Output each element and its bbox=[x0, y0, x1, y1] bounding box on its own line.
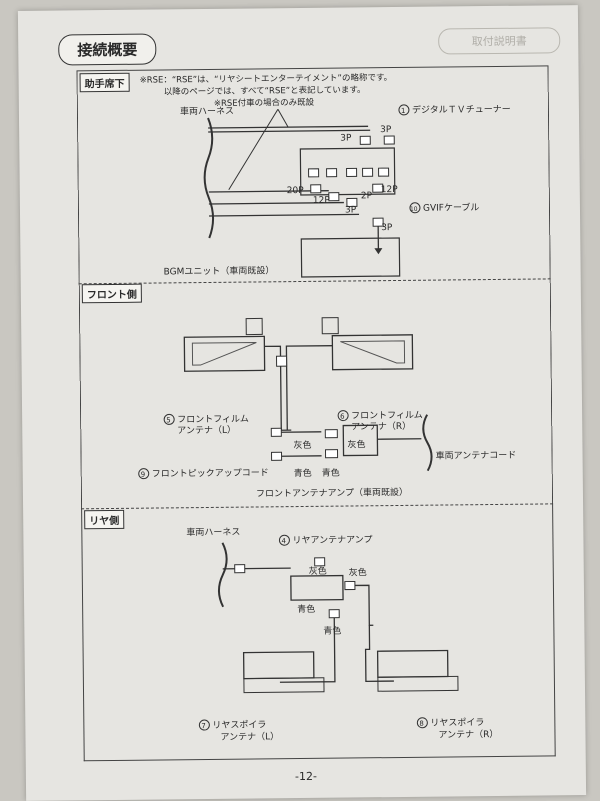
harness-wave bbox=[204, 118, 213, 238]
part-number-6: 6 bbox=[340, 413, 345, 421]
film-element bbox=[340, 341, 404, 364]
part-number-9: 9 bbox=[141, 471, 146, 479]
connector bbox=[235, 565, 245, 573]
tuner-port bbox=[309, 169, 319, 177]
part-number-4: 4 bbox=[281, 537, 286, 545]
connector bbox=[329, 193, 339, 201]
panel-rear: リヤ側 車両ハーネス 4 リヤアンテナアンプ 灰色 灰色 青色 bbox=[81, 503, 556, 761]
bgm-label: BGMユニット（車両既設） bbox=[164, 264, 275, 277]
conn-3p-d: 3P bbox=[381, 223, 393, 233]
blue-label-1: 青色 bbox=[294, 467, 312, 479]
film-left-label-1: フロントフィルム bbox=[177, 414, 249, 426]
blue-label-2: 青色 bbox=[322, 467, 340, 479]
bgm-unit-box bbox=[301, 238, 399, 277]
conn-3p-c: 3P bbox=[345, 205, 357, 215]
page-number: -12- bbox=[26, 767, 586, 786]
wire bbox=[223, 568, 291, 569]
rear-amp-label: リヤアンテナアンプ bbox=[292, 534, 372, 546]
antenna-mount bbox=[322, 318, 338, 334]
front-amp-label: フロントアンテナアンプ（車両既設） bbox=[256, 486, 408, 500]
rear-amp-box bbox=[291, 576, 343, 601]
ghost-title: 取付説明書 bbox=[438, 27, 560, 54]
gray-label-2: 灰色 bbox=[349, 566, 367, 578]
manual-page: 接続概要 取付説明書 助手席下 ※RSE：“RSE”は、“リヤシートエンターテイ… bbox=[18, 5, 586, 801]
conn-12p: 12P bbox=[313, 196, 331, 206]
blue-label-2: 青色 bbox=[323, 625, 341, 637]
tuner-port bbox=[347, 168, 357, 176]
panel-passenger-seat: 助手席下 ※RSE：“RSE”は、“リヤシートエンターテイメント”の略称です。 … bbox=[77, 65, 551, 284]
antenna-cord-wave bbox=[423, 415, 432, 471]
spoiler-base bbox=[378, 676, 458, 691]
film-antenna-left bbox=[184, 336, 264, 371]
cable bbox=[365, 625, 394, 681]
spoiler-antenna-left bbox=[244, 652, 314, 679]
cable bbox=[286, 346, 333, 430]
passenger-diagram: ※RSE：“RSE”は、“リヤシートエンターテイメント”の略称です。 以降のペー… bbox=[78, 66, 550, 283]
connector bbox=[345, 581, 355, 589]
rse-note-line1: ※RSE：“RSE”は、“リヤシートエンターテイメント”の略称です。 bbox=[140, 72, 393, 86]
film-element bbox=[192, 342, 256, 365]
conn-3p-b: 3P bbox=[380, 125, 392, 135]
antenna-mount bbox=[246, 318, 262, 334]
blue-label-1: 青色 bbox=[297, 603, 315, 615]
harness-wave bbox=[218, 543, 227, 607]
gvif-label: GVIFケーブル bbox=[423, 201, 480, 214]
spoiler-left-label-1: リヤスポイラ bbox=[212, 719, 266, 731]
tuner-label: デジタルＴＶチューナー bbox=[412, 103, 511, 116]
connector bbox=[277, 356, 287, 366]
panel-front: フロント側 5 フロントフィル bbox=[79, 277, 553, 509]
conn-3p-a: 3P bbox=[340, 133, 352, 143]
tuner-port-top bbox=[360, 136, 370, 144]
film-left-label-2: アンテナ（L） bbox=[177, 425, 236, 437]
rear-harness-label: 車両ハーネス bbox=[186, 526, 240, 539]
antenna-cord-label: 車両アンテナコード bbox=[435, 449, 516, 462]
part-number-5: 5 bbox=[166, 416, 171, 424]
gray-label-1: 灰色 bbox=[309, 565, 327, 577]
section-title: 接続概要 bbox=[58, 34, 156, 66]
connector bbox=[311, 185, 321, 193]
film-antenna-right bbox=[332, 335, 412, 370]
arrow-head bbox=[374, 248, 382, 254]
wire bbox=[208, 130, 370, 132]
part-number-10: 10 bbox=[410, 206, 418, 213]
connector bbox=[315, 558, 325, 566]
connector bbox=[329, 610, 339, 618]
tuner-port-top bbox=[384, 136, 394, 144]
connector bbox=[325, 430, 337, 438]
gray-label-1: 灰色 bbox=[293, 439, 311, 451]
arrow-line bbox=[278, 109, 288, 127]
spoiler-antenna-right bbox=[378, 650, 448, 677]
pickup-label: フロントピックアップコード bbox=[152, 467, 269, 479]
conn-20p: 20P bbox=[287, 186, 305, 196]
tuner-port bbox=[379, 168, 389, 176]
film-right-label-2: アンテナ（R） bbox=[351, 421, 411, 433]
wire bbox=[209, 214, 359, 216]
tuner-port bbox=[327, 169, 337, 177]
connector bbox=[325, 450, 337, 458]
arrow-line bbox=[228, 109, 279, 190]
front-diagram: 5 フロントフィルム アンテナ（L） 6 フロントフィルム アンテナ（R） 灰色… bbox=[80, 277, 552, 508]
vehicle-harness-label: 車両ハーネス bbox=[180, 105, 234, 118]
spoiler-base bbox=[244, 678, 324, 693]
part-number-8: 8 bbox=[419, 720, 424, 728]
spoiler-right-label-2: アンテナ（R） bbox=[438, 729, 498, 741]
rear-diagram: 車両ハーネス 4 リヤアンテナアンプ 灰色 灰色 青色 青色 bbox=[82, 503, 555, 760]
cable bbox=[355, 585, 373, 625]
tuner-port bbox=[363, 168, 373, 176]
conn-12p-b: 12P bbox=[381, 185, 399, 195]
part-number-7: 7 bbox=[201, 722, 206, 730]
part-number-1: 1 bbox=[401, 107, 406, 115]
rse-note-line2: 以降のページでは、すべて“RSE”と表記しています。 bbox=[164, 84, 366, 97]
connector bbox=[272, 452, 282, 460]
conn-2p: 2P bbox=[361, 191, 373, 201]
spoiler-right-label-1: リヤスポイラ bbox=[430, 717, 484, 729]
spoiler-left-label-2: アンテナ（L） bbox=[220, 731, 279, 743]
film-right-label-1: フロントフィルム bbox=[351, 410, 423, 422]
connector bbox=[271, 428, 281, 436]
gray-label-2: 灰色 bbox=[347, 438, 365, 450]
